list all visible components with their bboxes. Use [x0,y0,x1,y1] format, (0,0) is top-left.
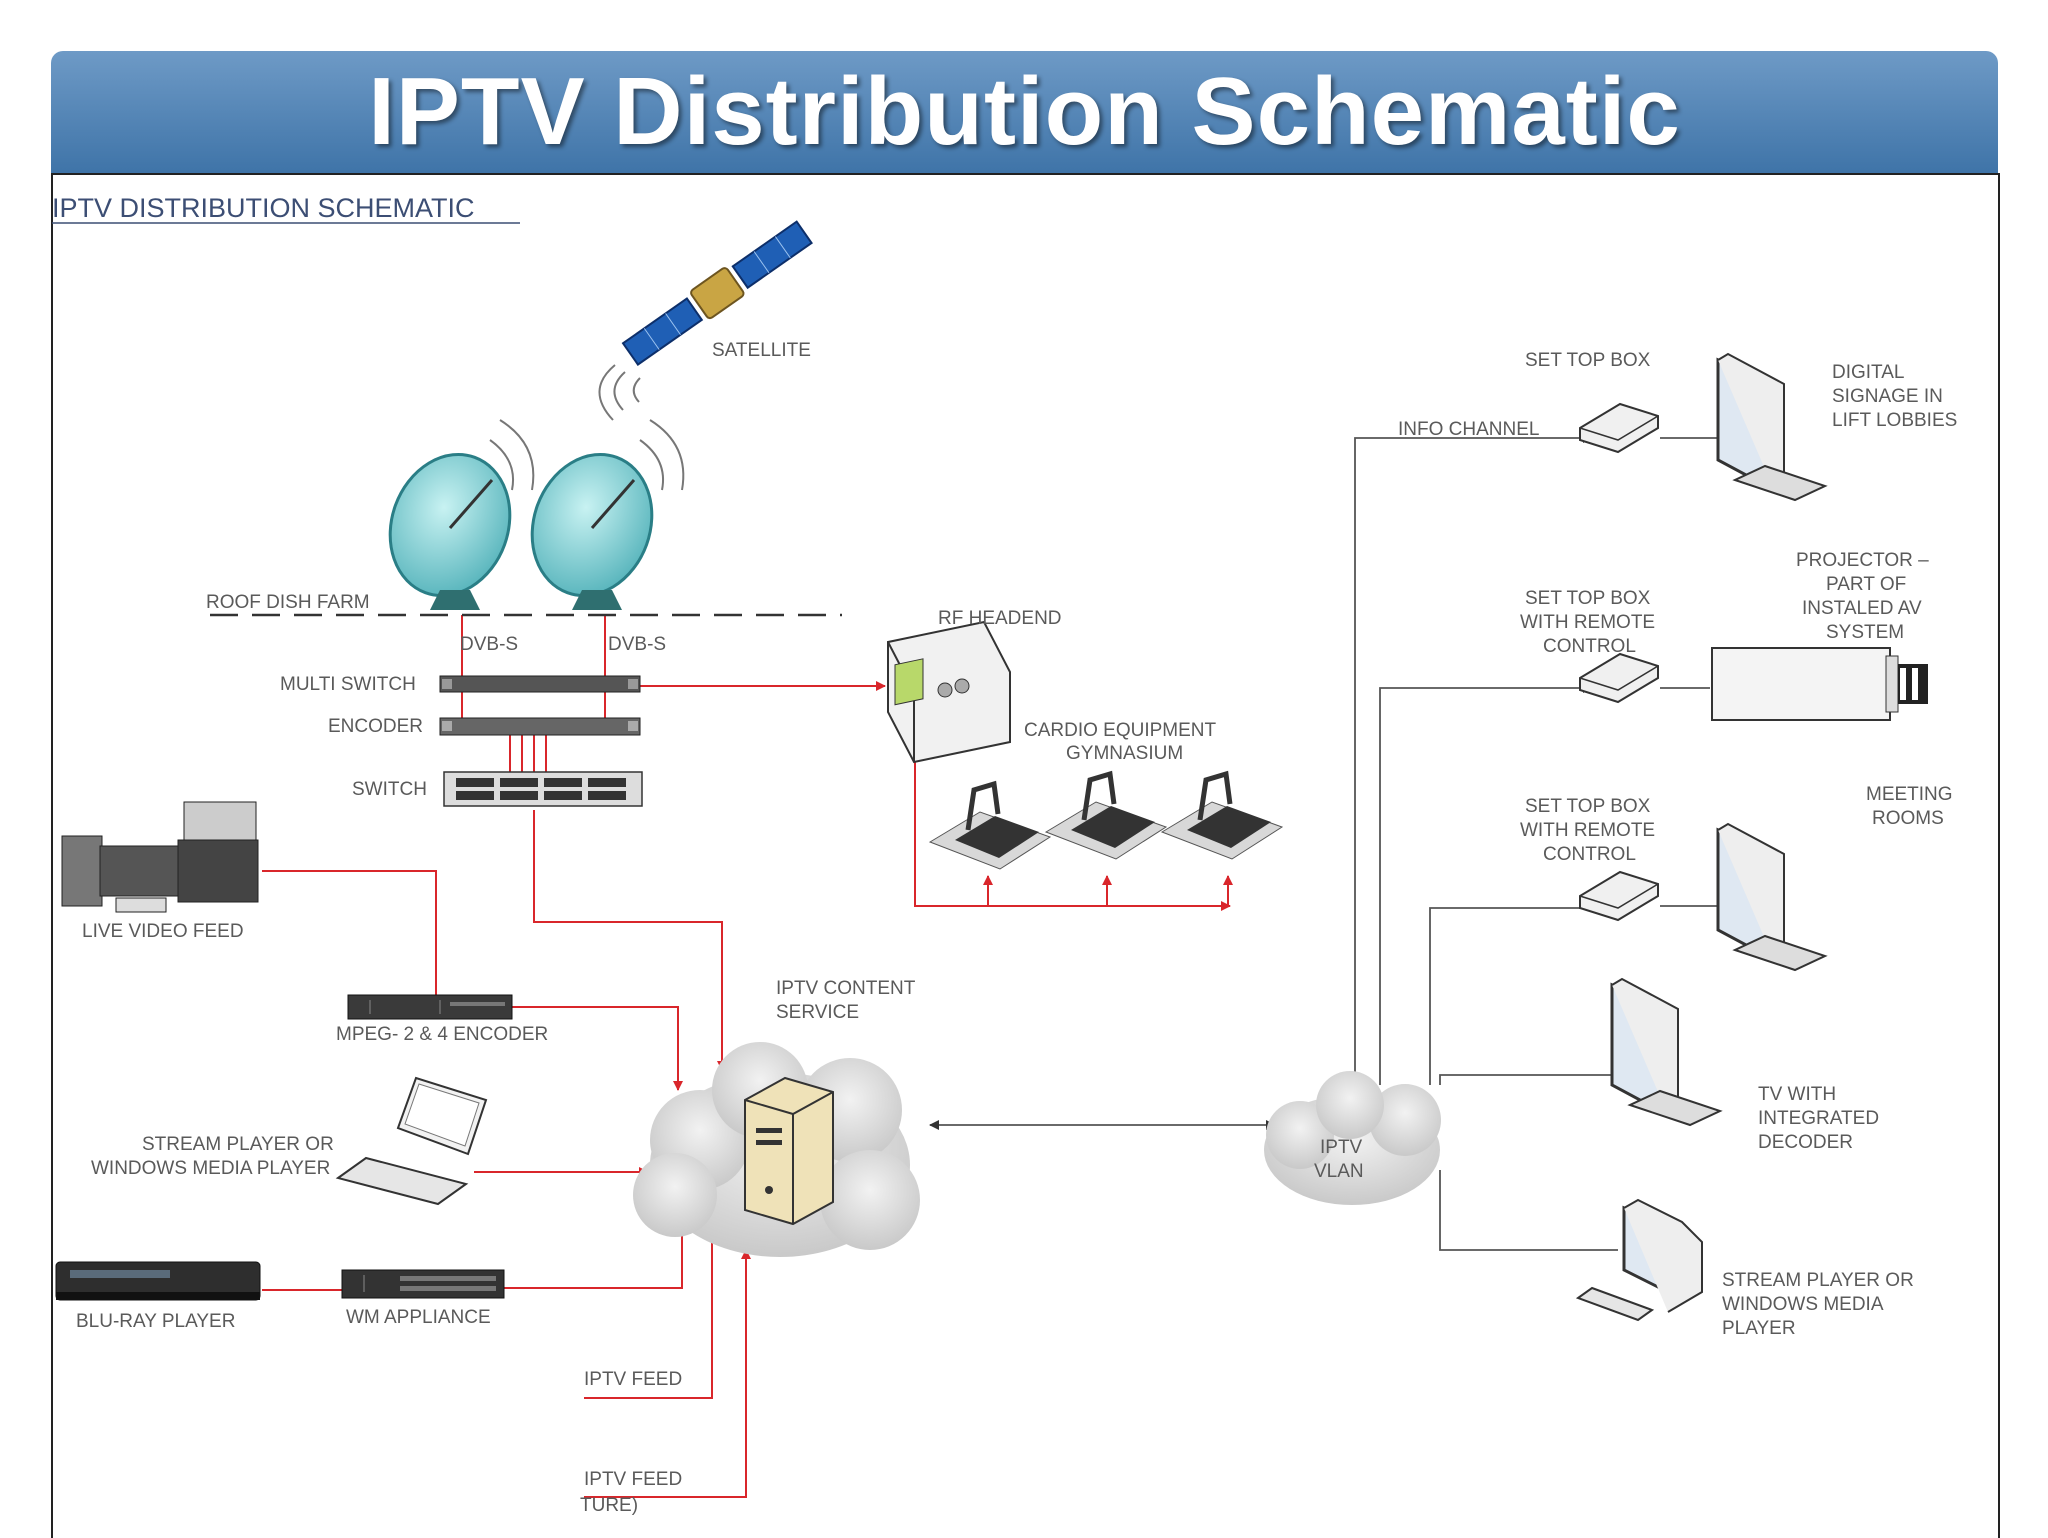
desktop-computer-icon [1575,1198,1703,1322]
iptv-feed-label: IPTV FEED [584,1369,682,1390]
server-icon [744,1076,834,1226]
stb-remote-label: WITH REMOTE [1520,612,1655,633]
rf-headend-icon [887,620,1011,764]
live-video-feed-label: LIVE VIDEO FEED [82,921,244,942]
monitor-icon [1716,352,1828,502]
projector-label: SYSTEM [1826,622,1904,643]
multi-switch-label: MULTI SWITCH [280,674,416,695]
set-top-box-icon [1579,870,1659,922]
mpeg-encoder-label: MPEG- 2 & 4 ENCODER [336,1024,548,1045]
set-top-box-icon [1579,652,1659,704]
projector-label: PART OF [1826,574,1906,595]
meeting-rooms-label: ROOMS [1872,808,1944,829]
stb-remote-label: WITH REMOTE [1520,820,1655,841]
rf-headend-label: RF HEADEND [938,608,1062,629]
stream-player-label: PLAYER [1722,1318,1796,1339]
signal-links [262,615,1233,1498]
digital-signage-label: LIFT LOBBIES [1832,410,1957,431]
switch-label: SWITCH [352,779,427,800]
tv-decoder-label: DECODER [1758,1132,1853,1153]
gymnasium-label: GYMNASIUM [1066,743,1183,764]
blu-ray-label: BLU-RAY PLAYER [76,1311,235,1332]
satellite-label: SATELLITE [712,340,811,361]
stream-player-label: STREAM PLAYER OR [1722,1270,1914,1291]
stream-player-label: WINDOWS MEDIA [1722,1294,1884,1315]
satellite-dish-icon [388,419,535,610]
treadmill-icon [1160,770,1284,860]
iptv-vlan-label: IPTV [1320,1137,1363,1158]
stb-remote-label: SET TOP BOX [1525,588,1651,609]
stream-player-label: WINDOWS MEDIA PLAYER [91,1158,330,1179]
diagram-panel [51,173,2000,1538]
iptv-vlan-cloud [1264,1071,1441,1205]
tv-decoder-label: TV WITH [1758,1084,1836,1105]
stb-remote-label: SET TOP BOX [1525,796,1651,817]
satellite-dish-icon [530,419,685,610]
monitor-icon [1716,822,1828,972]
satellite-icon [598,220,813,421]
dvb-s-label: DVB-S [608,634,666,655]
roof-dish-farm-label: ROOF DISH FARM [206,592,370,613]
projector-label: INSTALED AV [1802,598,1922,619]
treadmill-icon [1044,770,1168,860]
stream-player-label: STREAM PLAYER OR [142,1134,334,1155]
wm-appliance-label: WM APPLIANCE [346,1307,491,1328]
content-service-label: SERVICE [776,1002,859,1023]
meeting-rooms-label: MEETING [1866,784,1953,805]
mpeg-encoder-icon [347,994,513,1020]
content-service-label: IPTV CONTENT [776,978,916,999]
set-top-box-label: SET TOP BOX [1525,350,1651,371]
treadmill-icon [928,780,1052,870]
tv-icon [1610,977,1723,1127]
projector-label: PROJECTOR – [1796,550,1929,571]
vlan-links [929,433,1722,1251]
diagram-subtitle: IPTV DISTRIBUTION SCHEMATIC [52,193,475,223]
encoder-icon [439,717,641,736]
page-title: IPTV Distribution Schematic [368,58,1681,165]
video-camera-icon [61,801,259,913]
cardio-label: CARDIO EQUIPMENT [1024,720,1217,741]
iptv-vlan-label: VLAN [1314,1161,1364,1182]
set-top-box-icon [1579,402,1659,454]
stb-remote-label: CONTROL [1543,636,1636,657]
network-switch-icon [443,771,643,807]
header-bar: IPTV Distribution Schematic [51,51,1998,173]
dvb-s-label: DVB-S [460,634,518,655]
iptv-feed-label: IPTV FEED [584,1469,682,1490]
stb-remote-label: CONTROL [1543,844,1636,865]
digital-signage-label: SIGNAGE IN [1832,386,1943,407]
wm-appliance-icon [341,1269,505,1299]
info-channel-label: INFO CHANNEL [1398,419,1539,440]
encoder-label: ENCODER [328,716,423,737]
projector-icon [1711,647,1928,721]
iptv-feed-future-label: TURE) [580,1495,638,1516]
blu-ray-player-icon [55,1261,261,1301]
digital-signage-label: DIGITAL [1832,362,1905,383]
tv-decoder-label: INTEGRATED [1758,1108,1879,1129]
multi-switch-icon [439,675,641,693]
laptop-icon [335,1076,488,1206]
